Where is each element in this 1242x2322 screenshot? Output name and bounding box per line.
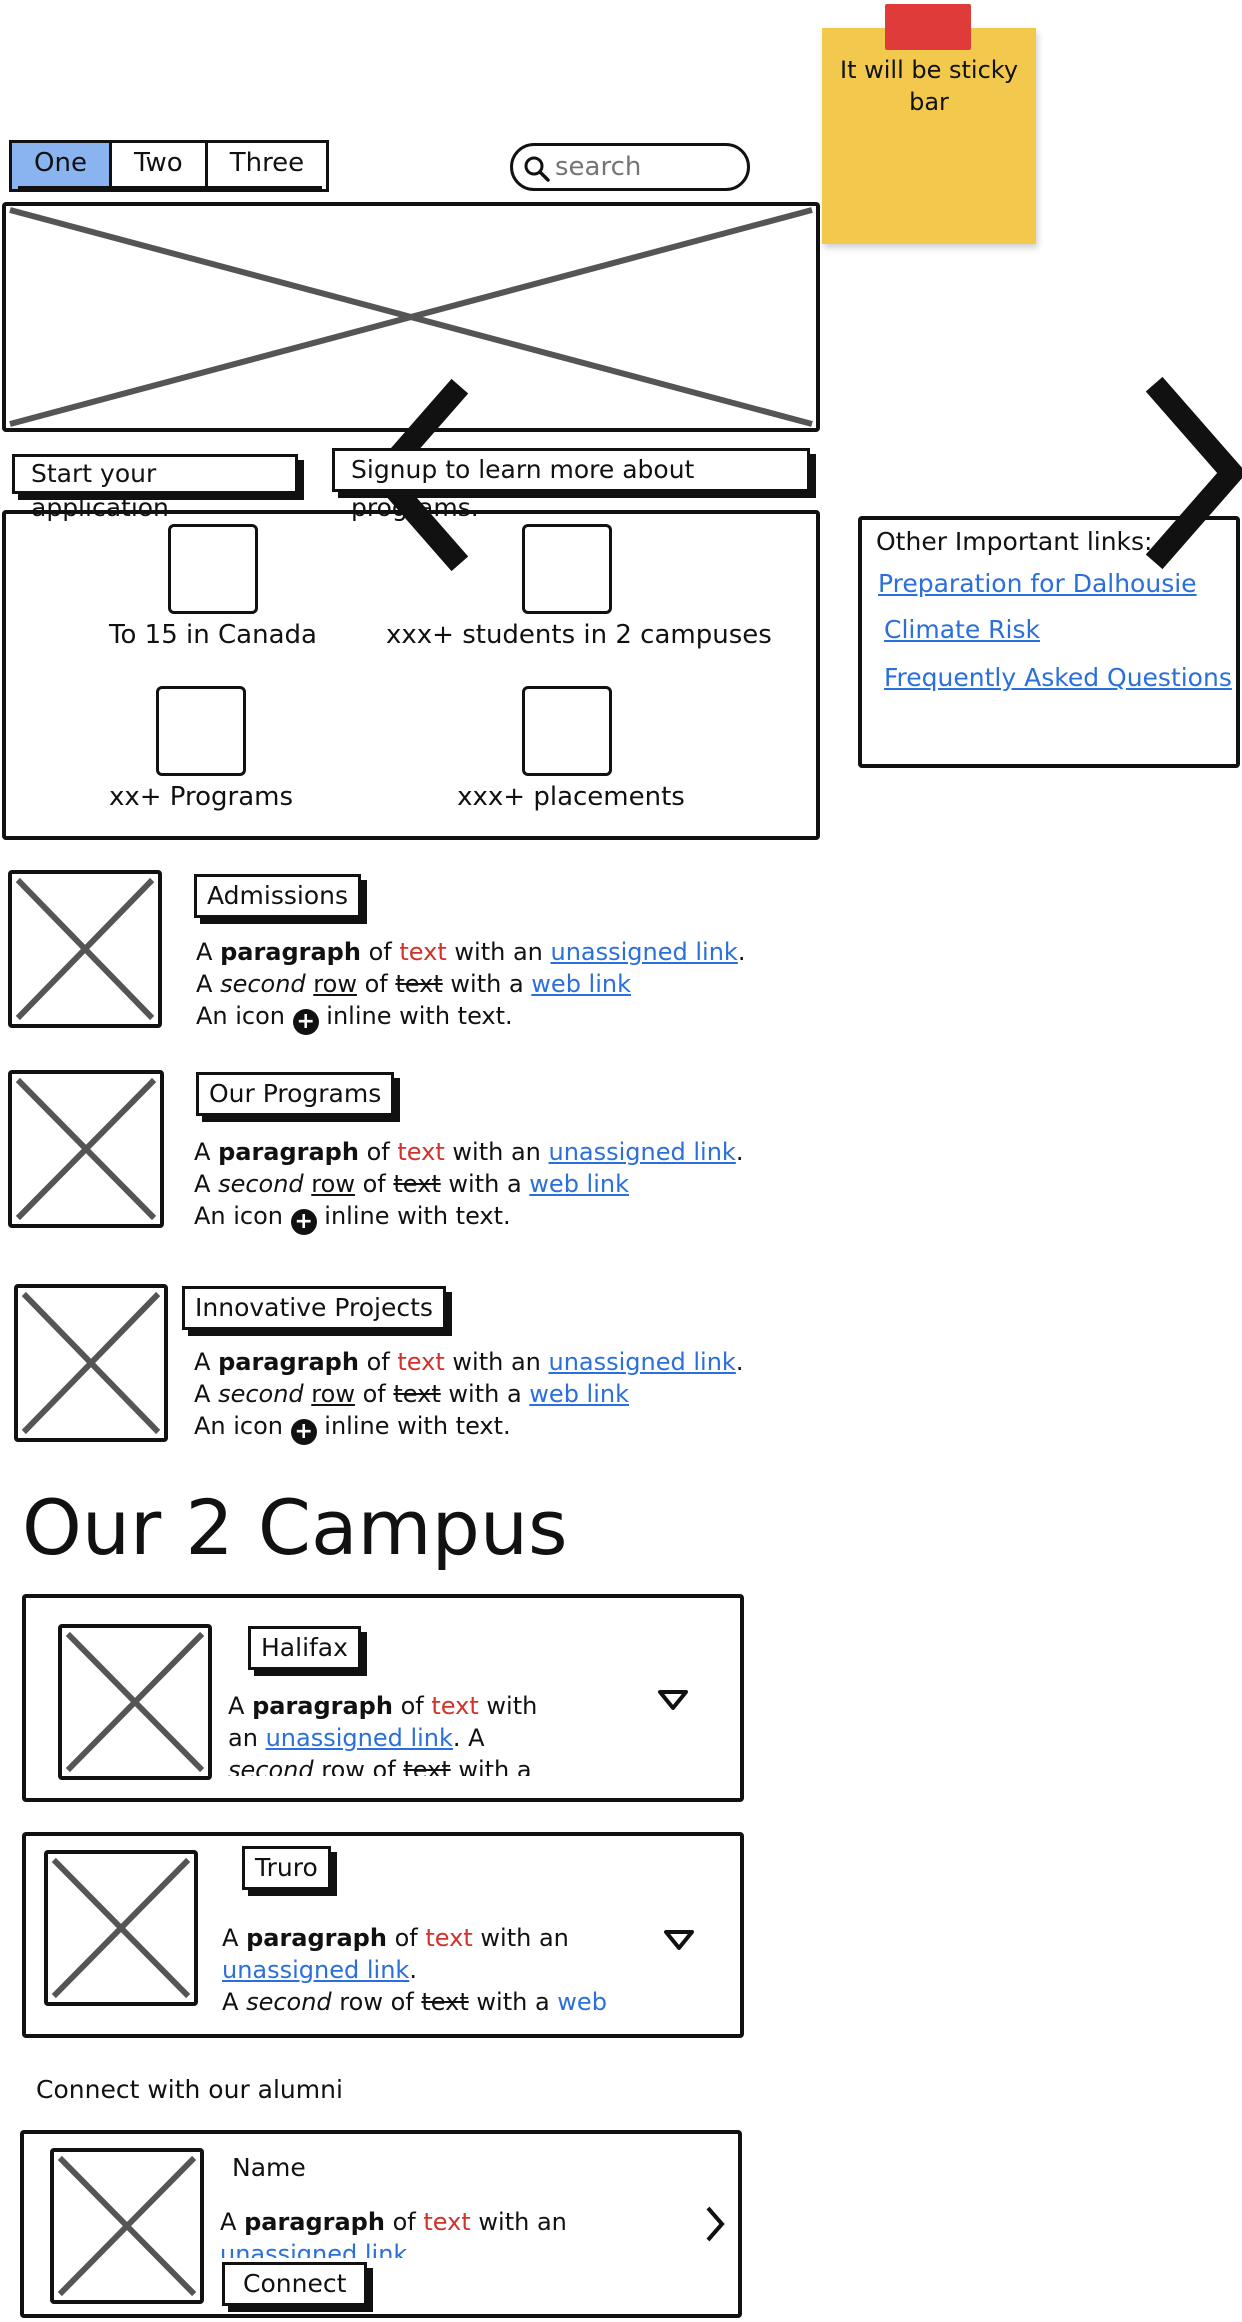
- campus-title: Truro: [242, 1846, 331, 1890]
- plus-circle-icon: +: [290, 1419, 317, 1445]
- sticky-note-text: It will be sticky bar: [839, 56, 1019, 116]
- start-application-button[interactable]: Start your application: [12, 454, 298, 522]
- stat-image: [156, 686, 246, 776]
- tab-one[interactable]: One: [9, 140, 112, 192]
- image-placeholder: [15, 1077, 157, 1221]
- alumni-heading: Connect with our alumni: [36, 2075, 343, 2104]
- link-climate-risk[interactable]: Climate Risk: [884, 615, 1040, 644]
- alumni-card: Name A paragraph of text with an unassig…: [20, 2130, 742, 2318]
- stat-label: To 15 in Canada: [109, 620, 317, 650]
- web-link[interactable]: web link: [529, 1170, 629, 1198]
- stats-panel: To 15 in Canada xxx+ students in 2 campu…: [2, 510, 820, 840]
- signup-button[interactable]: Signup to learn more about programs.: [332, 448, 810, 522]
- sticky-tape: [885, 4, 971, 50]
- image-placeholder: [51, 1857, 191, 1999]
- link-faq[interactable]: Frequently Asked Questions: [884, 663, 1232, 692]
- search-box[interactable]: [510, 143, 750, 191]
- web-link[interactable]: web link: [529, 1380, 629, 1408]
- link-preparation[interactable]: Preparation for Dalhousie: [878, 569, 1197, 598]
- important-links-panel: Other Important links: Preparation for D…: [858, 516, 1240, 768]
- tab-bar: One Two Three: [9, 140, 330, 192]
- section-image: [14, 1284, 168, 1442]
- stat-image: [522, 524, 612, 614]
- unassigned-link[interactable]: unassigned link: [548, 1348, 736, 1376]
- chevron-right-icon[interactable]: [788, 362, 1242, 584]
- stat-label: xxx+ placements: [457, 782, 685, 812]
- stat-image: [168, 524, 258, 614]
- stat-label: xxx+ students in 2 campuses: [386, 620, 772, 650]
- image-placeholder: [9, 207, 813, 427]
- alumni-image: [50, 2148, 204, 2304]
- campus-image: [58, 1624, 212, 1780]
- image-placeholder: [65, 1631, 205, 1773]
- campus-image: [44, 1850, 198, 2006]
- section-title: Our Programs: [196, 1072, 395, 1116]
- alumni-name: Name: [232, 2153, 306, 2182]
- unassigned-link[interactable]: unassigned link: [222, 1956, 410, 1984]
- carousel: [2, 202, 1242, 572]
- alumni-paragraph: A paragraph of text with an unassigned l…: [220, 2206, 580, 2258]
- image-placeholder: [57, 2155, 197, 2297]
- chevron-right-icon[interactable]: [702, 2204, 728, 2244]
- stat-label: xx+ Programs: [108, 782, 294, 812]
- campus-heading: Our 2 Campus: [22, 1483, 568, 1572]
- search-icon: [524, 156, 550, 182]
- unassigned-link[interactable]: unassigned link: [220, 2240, 408, 2258]
- campus-title: Halifax: [248, 1626, 361, 1670]
- campus-card-halifax: Halifax A paragraph of text with an unas…: [22, 1594, 744, 1802]
- campus-paragraph: A paragraph of text with an unassigned l…: [222, 1924, 607, 2016]
- tab-three[interactable]: Three: [204, 140, 330, 192]
- unassigned-link[interactable]: unassigned link: [550, 938, 738, 966]
- important-links-title: Other Important links:: [876, 527, 1153, 556]
- section-title: Admissions: [194, 874, 361, 918]
- tab-bar-shadow: [18, 186, 322, 190]
- search-input[interactable]: [553, 150, 737, 184]
- unassigned-link[interactable]: unassigned link: [548, 1138, 736, 1166]
- triangle-down-icon[interactable]: [656, 1688, 690, 1712]
- campus-paragraph: A paragraph of text with an unassigned l…: [228, 1692, 538, 1776]
- sticky-note: It will be sticky bar: [822, 28, 1036, 244]
- connect-button[interactable]: Connect: [222, 2262, 368, 2306]
- image-placeholder: [15, 877, 155, 1021]
- section-title: Innovative Projects: [182, 1286, 446, 1330]
- web-link-partial[interactable]: web: [557, 1988, 607, 2016]
- section-paragraph: A paragraph of text with an unassigned l…: [194, 1138, 744, 1235]
- web-link[interactable]: web link: [531, 970, 631, 998]
- section-paragraph: A paragraph of text with an unassigned l…: [194, 1348, 744, 1445]
- campus-card-truro: Truro A paragraph of text with an unassi…: [22, 1832, 744, 2038]
- section-image: [8, 870, 162, 1028]
- image-placeholder: [21, 1291, 161, 1435]
- unassigned-link[interactable]: unassigned link: [265, 1724, 453, 1752]
- stat-image: [522, 686, 612, 776]
- section-paragraph: A paragraph of text with an unassigned l…: [196, 938, 746, 1035]
- plus-circle-icon: +: [290, 1209, 317, 1235]
- triangle-down-icon[interactable]: [662, 1928, 696, 1952]
- section-image: [8, 1070, 164, 1228]
- plus-circle-icon: +: [292, 1009, 319, 1035]
- tab-two[interactable]: Two: [108, 140, 208, 192]
